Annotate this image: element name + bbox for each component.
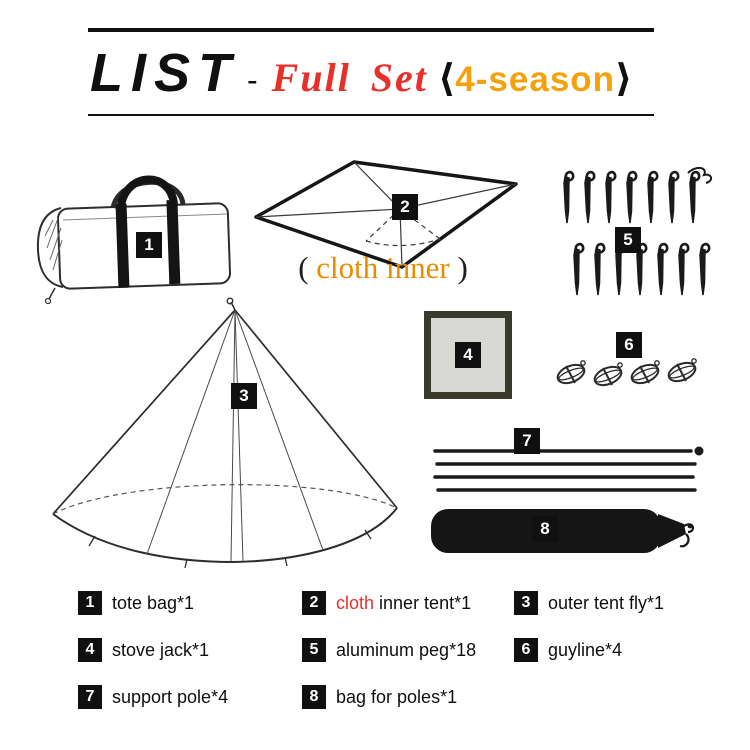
- legend-badge-7: 7: [78, 685, 102, 709]
- bracket-open: ⟨: [437, 56, 456, 100]
- legend-item-6: 6 guyline*4: [514, 637, 748, 663]
- legend-label-5: aluminum peg*18: [336, 639, 477, 660]
- item-badge-8: 8: [532, 516, 558, 542]
- legend-item-1: 1 tote bag*1: [78, 590, 302, 616]
- item-badge-2: 2: [392, 194, 418, 220]
- aluminum-pegs-illustration: [562, 167, 712, 297]
- top-divider: [88, 28, 654, 32]
- legend-item-3: 3 outer tent fly*1: [514, 590, 748, 616]
- legend: 1 tote bag*1 2 cloth inner tent*1 3 oute…: [78, 590, 748, 710]
- legend-label-3: outer tent fly*1: [548, 592, 665, 613]
- title-separator: -: [247, 62, 258, 98]
- legend-badge-2: 2: [302, 591, 326, 615]
- header-divider: [88, 114, 654, 116]
- legend-label-6: guyline*4: [548, 639, 623, 660]
- legend-badge-5: 5: [302, 638, 326, 662]
- caption-text: cloth inner: [316, 250, 450, 285]
- legend-item-8: 8 bag for poles*1: [302, 684, 514, 710]
- legend-label-4: stove jack*1: [112, 639, 210, 660]
- legend-label-7: support pole*4: [112, 686, 229, 707]
- legend-badge-4: 4: [78, 638, 102, 662]
- legend-item-4: 4 stove jack*1: [78, 637, 302, 663]
- pole-bag-illustration: [431, 509, 694, 553]
- outer-tent-fly-illustration: [52, 297, 398, 569]
- item-badge-3: 3: [231, 383, 257, 409]
- legend-badge-6: 6: [514, 638, 538, 662]
- item-badge-4: 4: [455, 342, 481, 368]
- item-badge-5: 5: [615, 227, 641, 253]
- legend-label-2: cloth inner tent*1: [336, 592, 472, 613]
- legend-label-1: tote bag*1: [112, 592, 195, 613]
- item-badge-6: 6: [616, 332, 642, 358]
- caption-paren-close: ): [457, 250, 468, 285]
- page-title: LIST - Full Set ⟨ 4-season ⟩: [90, 42, 632, 108]
- caption-paren-open: (: [298, 250, 309, 285]
- legend-badge-1: 1: [78, 591, 102, 615]
- title-full-set: Full Set: [271, 55, 428, 100]
- item-badge-1: 1: [136, 232, 162, 258]
- guylines-illustration: [556, 358, 697, 387]
- bracket-close: ⟩: [615, 56, 633, 100]
- legend-item-2: 2 cloth inner tent*1: [302, 590, 514, 616]
- legend-badge-3: 3: [514, 591, 538, 615]
- inner-tent-caption: ( cloth inner ): [258, 250, 508, 286]
- tote-bag-illustration: [36, 175, 232, 305]
- title-season: 4-season: [455, 60, 616, 99]
- support-poles-illustration: [433, 446, 704, 492]
- legend-item-5: 5 aluminum peg*18: [302, 637, 514, 663]
- item-badge-7: 7: [514, 428, 540, 454]
- title-list: LIST: [90, 43, 239, 103]
- legend-label-8: bag for poles*1: [336, 686, 458, 707]
- legend-badge-8: 8: [302, 685, 326, 709]
- legend-item-7: 7 support pole*4: [78, 684, 302, 710]
